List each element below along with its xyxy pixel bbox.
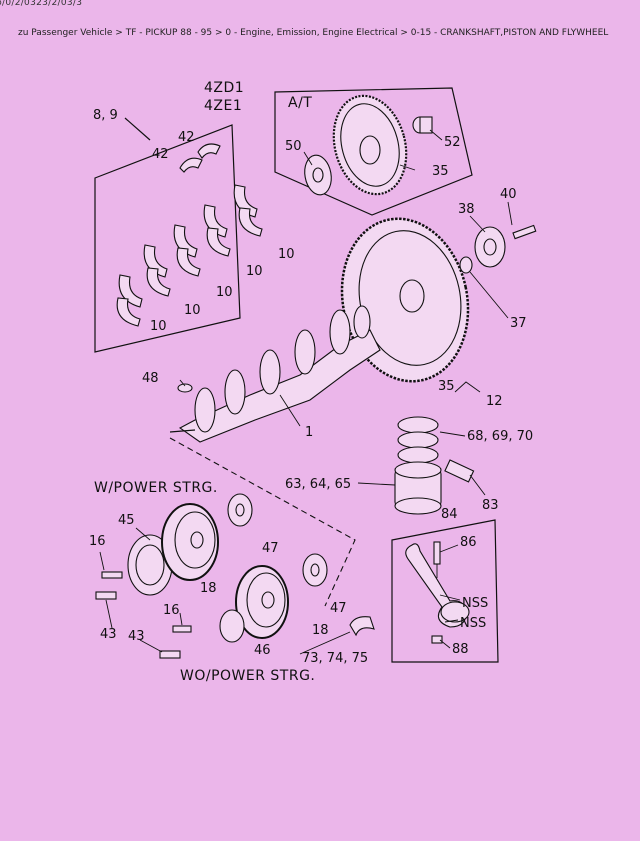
- callout-10d: 10: [184, 303, 201, 318]
- crank-pulley-upper: [161, 503, 219, 581]
- thrust-washers: [179, 143, 221, 173]
- callout-83: 83: [482, 498, 499, 513]
- callout-10c: 10: [216, 285, 233, 300]
- pilot-bushing: [412, 116, 433, 134]
- conrod-nut: [431, 635, 443, 644]
- wo-power-strg-label: WO/POWER STRG.: [180, 668, 315, 684]
- leader-lines: [99, 151, 513, 655]
- drive-plate-adapter: [304, 154, 332, 196]
- assembly-outline: [169, 437, 356, 607]
- callout-1: 1: [305, 425, 313, 440]
- callout-73-74-75: 73, 74, 75: [302, 651, 368, 666]
- callout-46: 46: [254, 643, 271, 658]
- callout-10a: 10: [278, 247, 295, 262]
- callout-18b: 18: [312, 623, 329, 638]
- callout-35b: 35: [438, 379, 455, 394]
- bolt-16-lower: [172, 625, 192, 633]
- callout-37: 37: [510, 316, 527, 331]
- at-box: [274, 87, 473, 216]
- piston-rings: [397, 416, 439, 464]
- bolt-16-upper: [101, 571, 123, 579]
- callout-63-64-65: 63, 64, 65: [285, 477, 351, 492]
- main-bearings: [116, 184, 263, 327]
- crank-pulley-lower: [235, 565, 289, 639]
- callout-43b: 43: [128, 629, 145, 644]
- crankshaft: [169, 305, 381, 443]
- callout-88: 88: [452, 642, 469, 657]
- callout-68-69-70: 68, 69, 70: [467, 429, 533, 444]
- pilot-bearing: [459, 256, 473, 274]
- callout-nss-1: NSS: [462, 596, 488, 611]
- flywheel-plate: [474, 226, 506, 268]
- engine-code-2: 4ZE1: [204, 98, 242, 114]
- bolt-43-lower: [159, 650, 181, 659]
- callout-12: 12: [486, 394, 503, 409]
- conrod-box: [391, 519, 499, 663]
- callout-10e: 10: [150, 319, 167, 334]
- callout-86: 86: [460, 535, 477, 550]
- callout-48: 48: [142, 371, 159, 386]
- pulley-plate-46: [219, 609, 245, 643]
- at-label: A/T: [288, 95, 312, 111]
- power-strg-label: W/POWER STRG.: [94, 480, 218, 496]
- bearing-73-75: [349, 616, 375, 637]
- callout-42a: 42: [178, 130, 195, 145]
- callout-nss-2: NSS: [460, 616, 486, 631]
- callout-47a: 47: [262, 541, 279, 556]
- callout-52: 52: [444, 135, 461, 150]
- pulley-hub-lower: [302, 553, 328, 587]
- engine-code-1: 4ZD1: [204, 80, 244, 96]
- bearing-box: [94, 124, 241, 353]
- callout-35a: 35: [432, 164, 449, 179]
- piston: [394, 461, 442, 515]
- callout-10b: 10: [246, 264, 263, 279]
- piston-pin: [444, 459, 475, 483]
- callout-40: 40: [500, 187, 517, 202]
- callout-43a: 43: [100, 627, 117, 642]
- callout-47b: 47: [330, 601, 347, 616]
- woodruff-key: [177, 383, 193, 393]
- callout-16a: 16: [89, 534, 106, 549]
- leader-89: [124, 117, 151, 141]
- flywheel-bolt: [512, 224, 537, 240]
- callout-50: 50: [285, 139, 302, 154]
- bolt-43-upper: [95, 591, 117, 600]
- callout-45: 45: [118, 513, 135, 528]
- crank-pulley-damper: [127, 534, 173, 596]
- drive-plate: [332, 94, 408, 196]
- pulley-hub-upper: [227, 493, 253, 527]
- callout-8-9: 8, 9: [93, 108, 118, 123]
- callout-42b: 42: [152, 147, 169, 162]
- callout-84: 84: [441, 507, 458, 522]
- callout-16b: 16: [163, 603, 180, 618]
- page-url-text: rp/0/2/0323/2/03/3: [0, 0, 83, 8]
- connecting-rod: [405, 543, 470, 628]
- conrod-bolt: [433, 541, 441, 578]
- breadcrumb[interactable]: zu Passenger Vehicle > TF - PICKUP 88 - …: [18, 28, 609, 38]
- callout-18a: 18: [200, 581, 217, 596]
- callout-38: 38: [458, 202, 475, 217]
